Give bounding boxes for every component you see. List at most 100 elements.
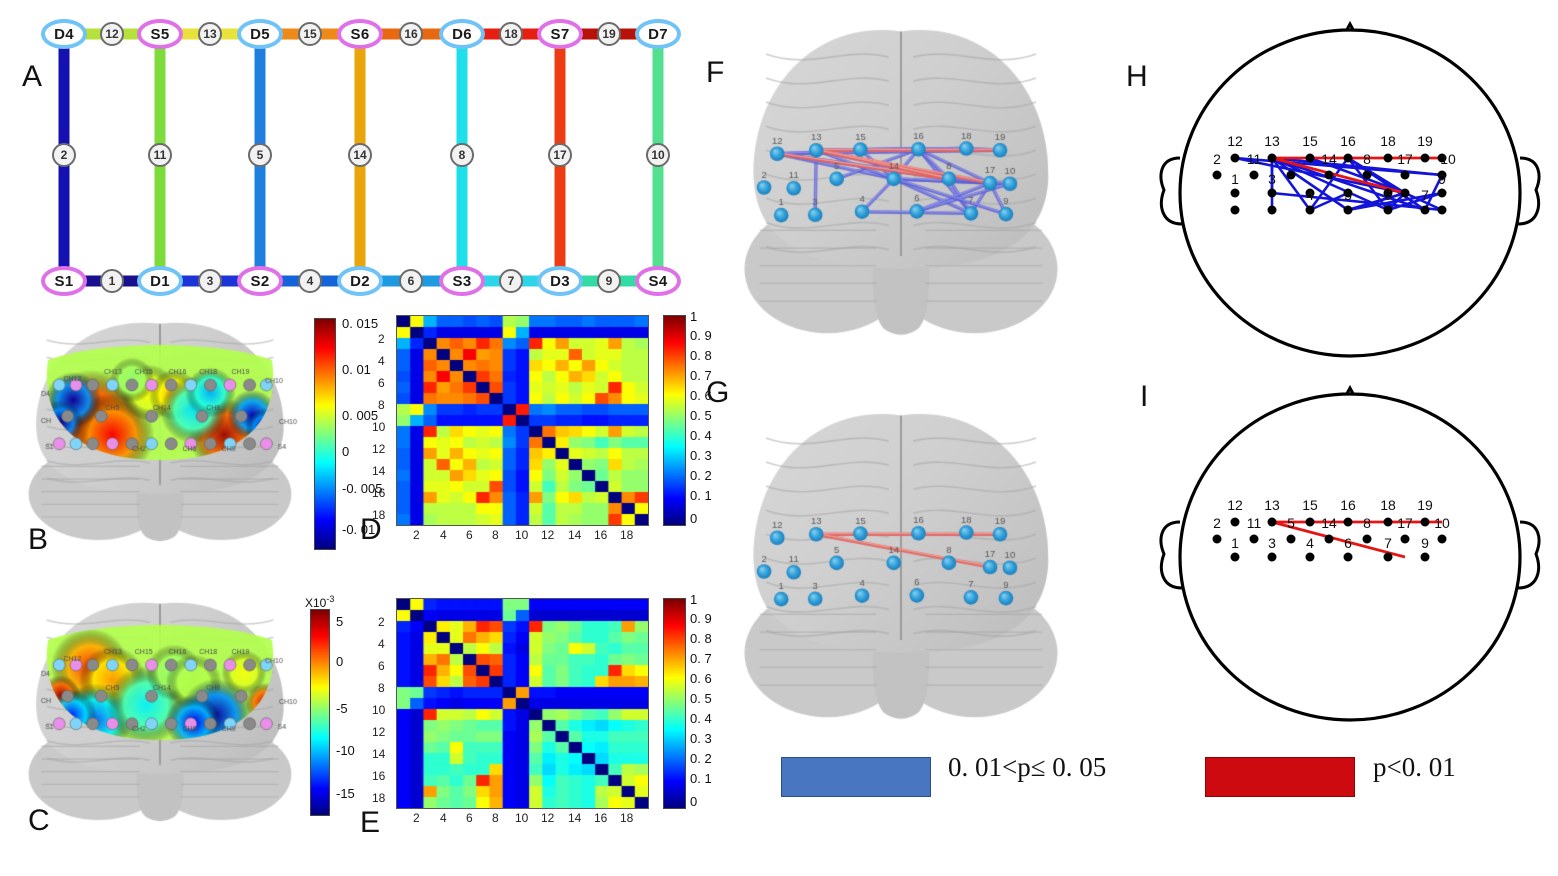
node-dot[interactable] [1212,170,1222,180]
node-dot[interactable] [1286,534,1296,544]
node-dot[interactable] [1420,153,1430,163]
node-dot[interactable] [1305,552,1315,562]
node-dot[interactable] [1212,534,1222,544]
channel-number-11[interactable]: 11 [148,143,172,167]
node-dot[interactable] [1343,552,1353,562]
channel-number-10[interactable]: 10 [646,143,670,167]
optode-S4[interactable]: S4 [635,266,681,296]
node-dot[interactable] [1420,517,1430,527]
channel-number-13[interactable]: 13 [198,22,222,46]
node-dot[interactable] [1343,188,1353,198]
node-dot[interactable] [1343,153,1353,163]
node-dot[interactable] [1383,153,1393,163]
optode-S7[interactable]: S7 [537,19,583,49]
optode-S3[interactable]: S3 [439,266,485,296]
node-dot[interactable] [1437,170,1447,180]
node-dot[interactable] [1267,188,1277,198]
optode-D2[interactable]: D2 [337,266,383,296]
optode-D1[interactable]: D1 [137,266,183,296]
node-dot[interactable] [1305,517,1315,527]
channel-number-7[interactable]: 7 [499,269,523,293]
channel-number-15[interactable]: 15 [298,22,322,46]
channel-number-4[interactable]: 4 [298,269,322,293]
node-dot[interactable] [1362,170,1372,180]
node-dot[interactable] [1383,552,1393,562]
node-dot[interactable] [1362,534,1372,544]
panel-e-matrix-group: 2 4 6 8 10 12 14 16 18 2 4 6 8 10 12 14 … [372,592,712,828]
node-label-4: 4 [1306,187,1314,203]
node-dot[interactable] [1230,205,1240,215]
node-dot[interactable] [1400,534,1410,544]
node-label-5: 5 [1287,515,1295,531]
node-dot[interactable] [1324,534,1334,544]
node-dot[interactable] [1305,153,1315,163]
d-ytick-8: 8 [378,398,385,412]
optode-S5[interactable]: S5 [137,19,183,49]
node-dot[interactable] [1286,170,1296,180]
node-dot[interactable] [1437,534,1447,544]
channel-number-14[interactable]: 14 [348,143,372,167]
node-dot[interactable] [1305,205,1315,215]
panel-h-letter: H [1126,60,1148,93]
channel-number-9[interactable]: 9 [597,269,621,293]
node-dot[interactable] [1267,153,1277,163]
node-dot[interactable] [1383,517,1393,527]
e-cb-07: 0. 7 [690,651,712,666]
optode-S2[interactable]: S2 [237,266,283,296]
node-dot[interactable] [1420,205,1430,215]
node-dot[interactable] [1383,205,1393,215]
node-dot[interactable] [1400,170,1410,180]
node-dot[interactable] [1230,188,1240,198]
channel-number-17[interactable]: 17 [548,143,572,167]
channel-number-3[interactable]: 3 [198,269,222,293]
node-label-11: 11 [1247,515,1262,531]
node-dot[interactable] [1383,188,1393,198]
optode-S1[interactable]: S1 [41,266,87,296]
node-dot[interactable] [1400,188,1410,198]
ear-right [1517,156,1541,226]
node-dot[interactable] [1230,153,1240,163]
node-label-8: 8 [1363,515,1371,531]
cb-b-tick-2: 0. 005 [342,408,379,423]
panel-d-colorbar [663,315,686,526]
optode-D7[interactable]: D7 [635,19,681,49]
node-dot[interactable] [1249,170,1259,180]
node-dot[interactable] [1267,517,1277,527]
node-dot[interactable] [1343,205,1353,215]
channel-number-16[interactable]: 16 [399,22,423,46]
channel-number-2[interactable]: 2 [52,143,76,167]
channel-number-18[interactable]: 18 [499,22,523,46]
node-label-19: 19 [1417,497,1433,513]
cb-b-tick-4: -0. 005 [342,481,383,496]
optode-D4[interactable]: D4 [41,19,87,49]
node-dot[interactable] [1437,153,1447,163]
node-dot[interactable] [1437,188,1447,198]
channel-number-5[interactable]: 5 [248,143,272,167]
node-dot[interactable] [1324,170,1334,180]
optode-D5[interactable]: D5 [237,19,283,49]
channel-number-6[interactable]: 6 [399,269,423,293]
channel-number-19[interactable]: 19 [597,22,621,46]
node-dot[interactable] [1437,205,1447,215]
channel-number-8[interactable]: 8 [450,143,474,167]
d-cb-05: 0. 5 [690,408,712,423]
optode-D3[interactable]: D3 [537,266,583,296]
node-dot[interactable] [1305,188,1315,198]
optode-S6[interactable]: S6 [337,19,383,49]
optode-D6[interactable]: D6 [439,19,485,49]
node-dot[interactable] [1230,517,1240,527]
d-xtick-12: 12 [541,528,555,542]
cb-c-tick-2: -5 [336,701,348,716]
channel-number-1[interactable]: 1 [100,269,124,293]
node-dot[interactable] [1230,552,1240,562]
e-xtick-16: 16 [594,811,608,825]
node-dot[interactable] [1267,205,1277,215]
node-dot[interactable] [1420,552,1430,562]
brain-network-3d-strong [736,398,1066,743]
channel-number-12[interactable]: 12 [100,22,124,46]
e-cb-01: 0. 1 [690,771,712,786]
node-dot[interactable] [1343,517,1353,527]
edges-red-h [1271,156,1442,195]
node-dot[interactable] [1267,552,1277,562]
node-dot[interactable] [1249,534,1259,544]
